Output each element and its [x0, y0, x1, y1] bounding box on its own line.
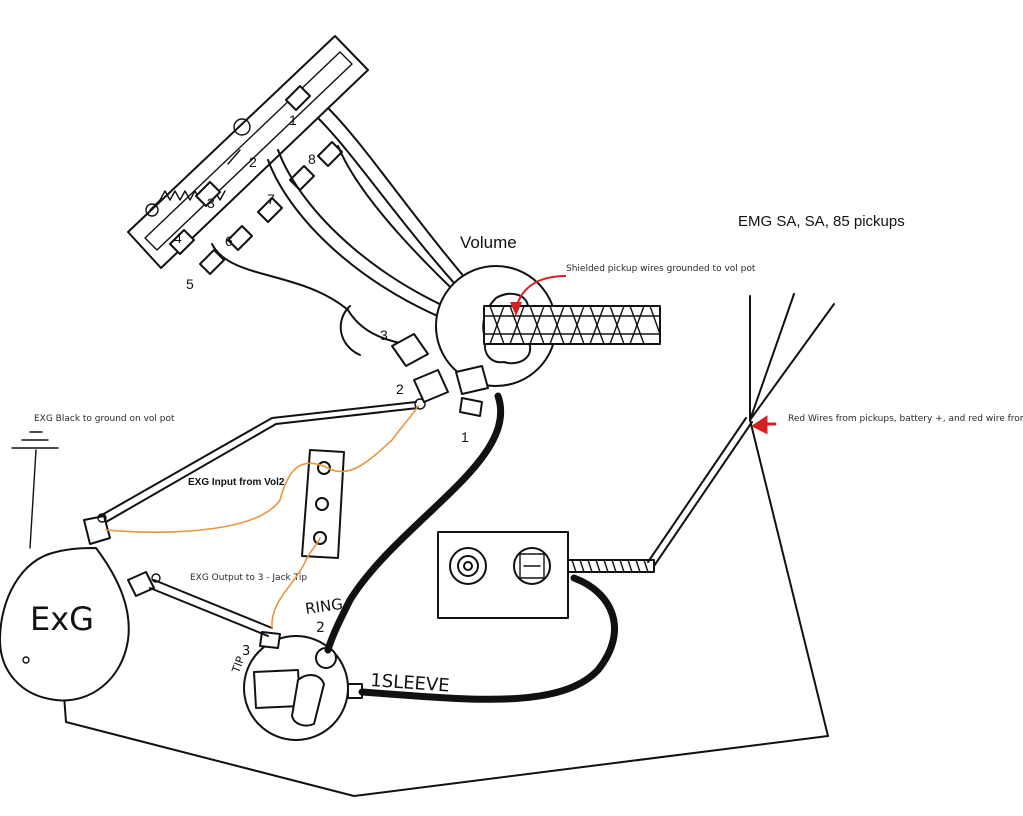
exg-unit-label: ExG: [30, 600, 94, 638]
jack-tip-num: 3: [242, 644, 250, 659]
switch-lug-7: 7: [267, 191, 275, 207]
exg-unit: ExG: [0, 513, 161, 702]
input-terminal-strip: [301, 449, 345, 559]
battery-box: [437, 531, 655, 619]
red-wires-note: Red Wires from pickups, battery +, and r…: [788, 414, 1023, 424]
exg-output-note: EXG Output to 3 - Jack Tip: [190, 573, 307, 583]
exg-output-wire: [153, 579, 273, 629]
pot-lug-2: 2: [396, 381, 404, 397]
exg-black-wire-edge: [105, 407, 419, 523]
volume-pot: Volume 3 2 1: [380, 233, 661, 445]
exg-black-wire: [99, 401, 417, 517]
switch-lug-6: 6: [225, 233, 233, 249]
braided-shield: [483, 305, 661, 345]
volume-label: Volume: [460, 233, 517, 252]
exg-black-note: EXG Black to ground on vol pot: [34, 414, 175, 424]
pot-lug-1: 1: [461, 429, 469, 445]
jack-ring-num: 2: [316, 620, 325, 636]
switch-lug-8: 8: [308, 151, 316, 167]
switch-lug-4: 4: [174, 230, 182, 246]
diagram-title: EMG SA, SA, 85 pickups: [738, 213, 905, 230]
output-jack: RING 2 3 TIP 1SLEEVE: [229, 595, 450, 741]
red-wires-junction: [647, 293, 835, 737]
pot-to-jack-cable: [324, 392, 504, 654]
exg-input-note: EXG Input from Vol2: [188, 477, 285, 488]
jack-ring-label: RING: [304, 595, 344, 618]
exg-output-signal-wire: [271, 537, 321, 629]
exg-output-wire-edge: [149, 587, 269, 637]
pot-lug-3: 3: [380, 327, 388, 343]
exg-input-signal-wire: [105, 405, 419, 533]
sleeve-to-battery-cable: [358, 574, 618, 703]
switch-lug-1: 1: [289, 112, 297, 128]
shielded-arrowhead-icon: [510, 302, 522, 316]
five-way-switch: 4 5 3 6 2 7 1 8: [127, 35, 369, 292]
red-wires-arrow-icon: [751, 415, 776, 435]
jack-tip-label: TIP: [229, 654, 247, 675]
ground-symbol-icon: [11, 431, 59, 549]
shielded-wires-note: Shielded pickup wires grounded to vol po…: [566, 264, 756, 274]
switch-lug-3: 3: [207, 195, 215, 211]
switch-lug-5: 5: [186, 276, 194, 292]
switch-lug-2: 2: [249, 154, 257, 170]
